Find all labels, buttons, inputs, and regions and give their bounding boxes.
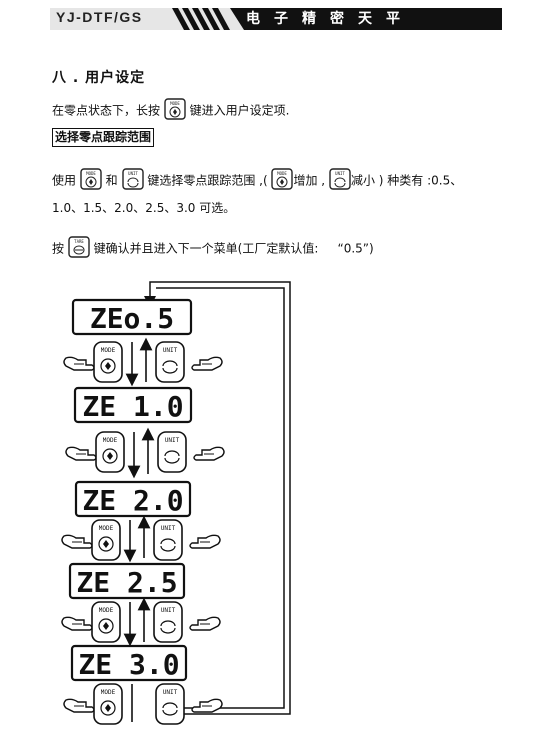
intro-text-before: 在零点状态下，长按 xyxy=(52,103,161,118)
unit-key-icon xyxy=(155,341,185,383)
mode-key-label: MODE xyxy=(278,171,288,176)
transition-row: MODE UNIT xyxy=(63,683,223,725)
tare-key-icon: TARE xyxy=(68,236,90,262)
transition-row: MODE UNIT xyxy=(63,337,223,387)
unit-key-icon xyxy=(153,519,183,561)
instruction-line-3: 按 TARE 键确认并且进入下一个菜单(工厂定默认值: “0.5”) xyxy=(52,236,374,262)
unit-key-label: UNIT xyxy=(161,525,176,532)
unit-key-icon: UNIT xyxy=(121,168,144,194)
instruction-line-2: 1.0、1.5、2.0、2.5、3.0 可选。 xyxy=(52,201,236,215)
header-band xyxy=(50,8,502,30)
zero-tracking-flow-diagram: ZEo.5 ZE 1.0 ZE 2.0 ZE 2.5 ZE 3.0 MODE U… xyxy=(61,281,291,725)
mode-key-label: MODE xyxy=(101,689,116,696)
lcd-display: ZE 1.0 xyxy=(73,386,193,424)
instruction-text: 减小 ) 种类有 :0.5、 xyxy=(350,173,463,188)
lcd-readout: ZE 2.0 xyxy=(82,484,183,517)
unit-key-label: UNIT xyxy=(161,607,176,614)
unit-key-label: UNIT xyxy=(128,171,138,176)
unit-key-label: UNIT xyxy=(335,171,345,176)
mode-key-icon: MODE xyxy=(164,98,186,124)
section-title: 八 . 用户设定 xyxy=(52,70,146,86)
mode-key-label: MODE xyxy=(99,607,114,614)
mode-key-icon: MODE xyxy=(271,168,294,194)
mode-key-label: MODE xyxy=(170,101,180,106)
instruction-text: 键选择零点跟踪范围 ,( xyxy=(147,173,268,188)
transition-row: MODE UNIT xyxy=(61,515,221,563)
lcd-display: ZEo.5 xyxy=(71,298,193,336)
unit-key-icon xyxy=(155,683,185,725)
transition-row: MODE UNIT xyxy=(65,427,225,479)
instruction-text: 键确认并且进入下一个菜单(工厂定默认值: xyxy=(93,241,319,256)
instruction-line-1: 使用 MODE 和 UNIT 键选择零点跟踪范围 ,( MODE 增加 , UN… xyxy=(52,168,462,194)
unit-key-icon xyxy=(157,431,187,473)
default-value: “0.5”) xyxy=(337,241,374,256)
instruction-text: 按 xyxy=(52,241,65,256)
unit-key-icon xyxy=(153,601,183,643)
intro-text-after: 键进入用户设定项. xyxy=(189,103,290,118)
mode-key-label: MODE xyxy=(103,437,118,444)
unit-key-label: UNIT xyxy=(163,689,178,696)
intro-line: 在零点状态下，长按 MODE 键进入用户设定项. xyxy=(52,98,290,124)
mode-key-icon: MODE xyxy=(80,168,102,194)
instruction-text: 增加 , xyxy=(293,173,326,188)
lcd-readout: ZE 2.5 xyxy=(76,566,177,599)
mode-key-label: MODE xyxy=(86,171,96,176)
header-model: YJ-DTF/GS xyxy=(56,9,143,25)
mode-key-label: MODE xyxy=(99,525,114,532)
lcd-readout: ZE 1.0 xyxy=(82,390,183,423)
mode-key-label: MODE xyxy=(101,347,116,354)
unit-key-icon: UNIT xyxy=(329,168,351,194)
tare-key-label: TARE xyxy=(74,239,84,244)
unit-key-label: UNIT xyxy=(163,347,178,354)
transition-row: MODE UNIT xyxy=(61,597,221,647)
instruction-text: 和 xyxy=(105,173,118,188)
lcd-display: ZE 3.0 xyxy=(70,644,188,682)
lcd-readout: ZE 3.0 xyxy=(78,648,179,681)
lcd-display: ZE 2.5 xyxy=(68,562,186,600)
lcd-readout: ZEo.5 xyxy=(90,302,174,335)
page-header: YJ-DTF/GS 电子精密天平 xyxy=(0,0,560,40)
header-title: 电子精密天平 xyxy=(246,11,414,27)
instruction-text: 使用 xyxy=(52,173,77,188)
subsection-title: 选择零点跟踪范围 xyxy=(52,128,155,147)
unit-key-label: UNIT xyxy=(165,437,180,444)
lcd-display: ZE 2.0 xyxy=(74,480,192,518)
